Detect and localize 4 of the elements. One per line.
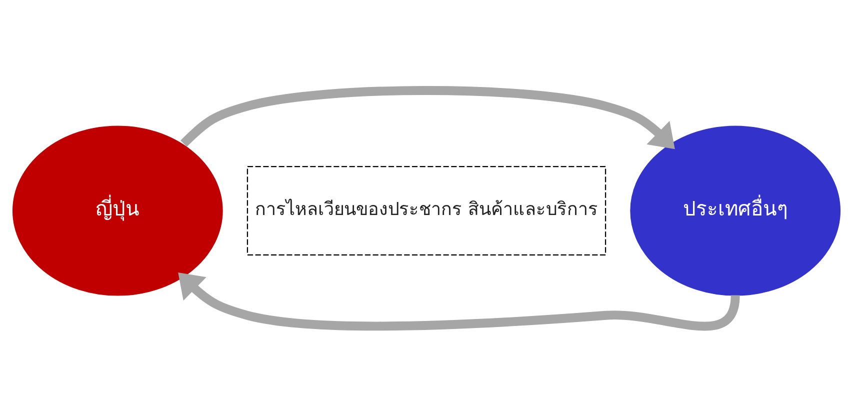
arrow [180,86,675,149]
node-box: การไหลเวียนของประชากร สินค้าและบริการ [246,166,606,256]
node-ellipse: ประเทศอื่นๆ [630,125,841,296]
node-ellipse: ญี่ปุ่น [12,125,223,296]
